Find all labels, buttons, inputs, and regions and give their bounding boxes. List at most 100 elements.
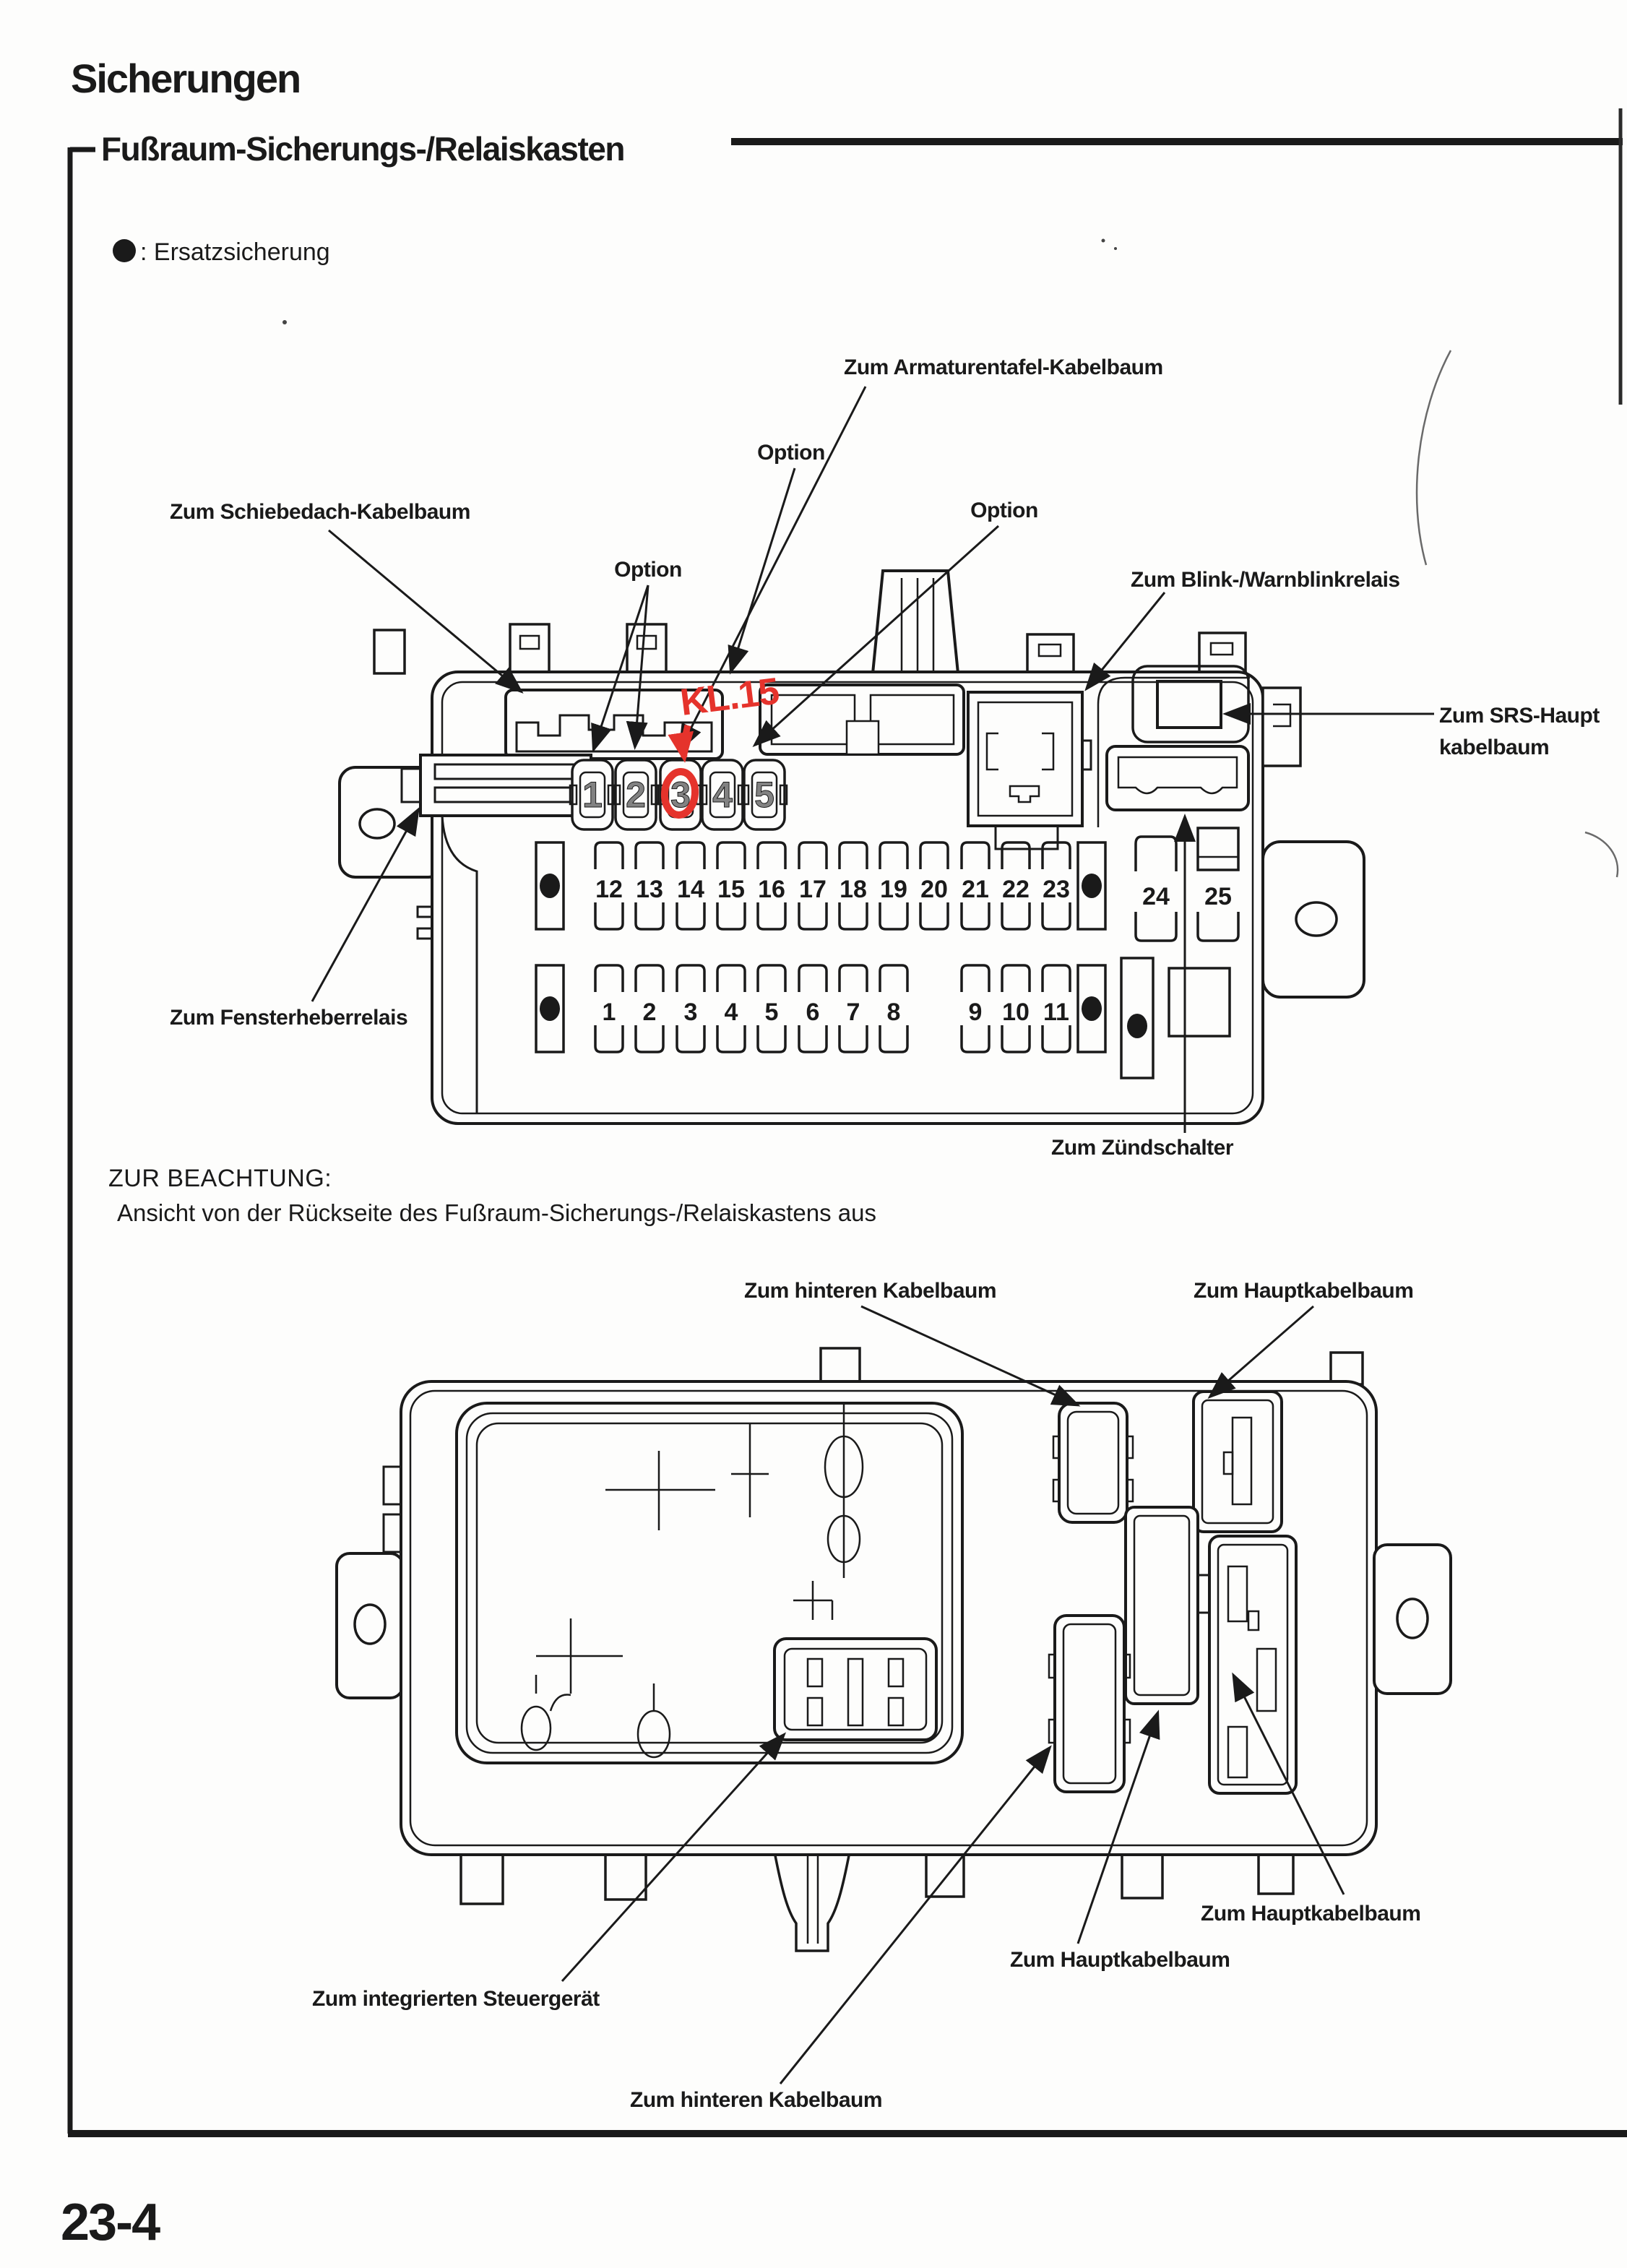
legend-text: : Ersatzsicherung — [140, 238, 330, 266]
label-dashboard: Zum Armaturentafel-Kabelbaum — [844, 355, 1163, 379]
fuse-number: 21 — [962, 876, 989, 903]
round-fuse-number: 3 — [670, 775, 691, 815]
top-tab-slotted — [1026, 633, 1075, 675]
label-option-right: Option — [970, 499, 1038, 522]
fuse-number: 20 — [920, 876, 948, 903]
fuse-number: 17 — [799, 876, 827, 903]
right-arm-hole — [1396, 1597, 1429, 1639]
page-title: Sicherungen — [71, 56, 300, 101]
round-fuse-number: 1 — [582, 775, 603, 815]
round-fuse-number: 2 — [626, 775, 646, 815]
right-edge-bracket — [1261, 686, 1302, 767]
fuse-number: 7 — [847, 999, 860, 1026]
spare-fuse-slot — [1076, 964, 1107, 1053]
flasher-relay-socket — [967, 691, 1092, 850]
drain-funnel — [773, 1851, 851, 1952]
spare-fuse-dot — [1082, 874, 1102, 898]
label-srs-line1: Zum SRS-Haupt — [1439, 704, 1600, 728]
leader-rear-harness-top — [860, 1305, 1081, 1407]
left-bracket-hole — [358, 808, 396, 840]
note-body: Ansicht von der Rückseite des Fußraum-Si… — [117, 1199, 876, 1226]
label-option-top: Option — [757, 441, 825, 465]
fuse-number: 1 — [603, 999, 616, 1026]
scan-speck — [1114, 247, 1117, 250]
round-fuse-number: 5 — [754, 775, 774, 815]
scan-speck — [282, 320, 287, 324]
label-main-harness-center: Zum Hauptkabelbaum — [1010, 1948, 1230, 1972]
molded-line — [549, 1694, 571, 1712]
fuse-row-bottom — [535, 957, 1231, 1079]
fuse-number: 22 — [1002, 876, 1030, 903]
molded-oval — [824, 1435, 864, 1499]
molded-oval — [520, 1705, 552, 1751]
right-mounting-arm — [1261, 840, 1365, 999]
pen-stroke-artifact — [1584, 831, 1619, 878]
round-fuse-connectors: 1 2 3 4 5 — [569, 759, 788, 831]
leader-flasher-relay — [1084, 592, 1166, 691]
fuse-number: 5 — [765, 999, 779, 1026]
label-option-left: Option — [614, 558, 682, 582]
spare-fuse-slot — [1076, 841, 1107, 931]
molded-cross-mark — [731, 1423, 769, 1517]
inner-boundary-curve — [441, 814, 478, 1113]
spare-fuse-slot — [535, 841, 565, 931]
fuse-number: 2 — [643, 999, 657, 1026]
leader-option-top — [728, 467, 796, 675]
red-arrow — [668, 724, 694, 763]
ignition-switch-connector — [1105, 745, 1250, 811]
main-harness-connector-top — [1192, 1390, 1283, 1533]
bottom-tabs — [459, 1850, 1295, 1952]
fuse-number: 25 — [1204, 883, 1232, 910]
front-view-diagram: 1 2 3 4 5 12 13 14 15 16 17 18 1 — [170, 355, 1600, 1160]
leader-option-left-b — [626, 585, 649, 750]
spare-fuse-dot — [540, 874, 560, 898]
fuse-number: 14 — [677, 876, 704, 903]
label-flasher-relay: Zum Blink-/Warnblinkrelais — [1131, 568, 1400, 592]
section-title: Fußraum-Sicherungs-/Relaiskasten — [101, 130, 624, 168]
leader-window-relay — [311, 806, 420, 1002]
page-header: Sicherungen Fußraum-Sicherungs-/Relaiska… — [67, 56, 1627, 2137]
fuse-number: 16 — [758, 876, 785, 903]
fuse-number: 13 — [636, 876, 663, 903]
leader-integrated-control — [561, 1732, 787, 1983]
integrated-control-unit-area — [455, 1402, 964, 1764]
edge-notch — [382, 1513, 402, 1553]
rear-harness-connector-bottom — [1048, 1614, 1131, 1793]
pen-stroke-artifact — [1415, 350, 1452, 566]
spare-fuse-legend-icon — [113, 239, 136, 262]
large-fuses: 24 25 — [1134, 827, 1240, 942]
fuse-row-top — [535, 841, 1107, 931]
label-rear-harness-bottom: Zum hinteren Kabelbaum — [630, 2088, 882, 2112]
spare-fuse-dot — [1127, 1014, 1147, 1038]
top-tab — [1329, 1351, 1364, 1386]
molded-cross-mark — [535, 1618, 623, 1694]
label-window-relay: Zum Fensterheberrelais — [170, 1006, 407, 1030]
label-main-harness-top: Zum Hauptkabelbaum — [1194, 1279, 1413, 1303]
edge-notch — [382, 1465, 402, 1506]
spare-fuse-dot — [1082, 996, 1102, 1021]
edge-notch — [416, 927, 432, 940]
fuse-number: 3 — [684, 999, 698, 1026]
fuse-number: 4 — [725, 999, 738, 1026]
fuse-number: 10 — [1002, 999, 1030, 1026]
right-mounting-arm — [1373, 1543, 1452, 1695]
label-main-harness-right: Zum Hauptkabelbaum — [1201, 1902, 1420, 1926]
leader-sunroof — [328, 529, 524, 694]
top-tab — [373, 629, 406, 675]
leader-option-right — [752, 525, 1000, 748]
leader-dashboard — [678, 386, 867, 753]
leader-rear-harness-bottom — [779, 1745, 1052, 2084]
top-tower-connector — [871, 569, 960, 675]
note-heading: ZUR BEACHTUNG: — [108, 1165, 332, 1192]
front-leader-lines — [311, 386, 1434, 1133]
fuse-number: 9 — [969, 999, 983, 1026]
main-harness-connector-right — [1208, 1535, 1298, 1795]
leader-main-harness-right — [1232, 1672, 1345, 1895]
spare-fuse-slot-tall — [1120, 957, 1155, 1079]
rear-leader-lines — [561, 1305, 1345, 2084]
spare-fuse-dot — [540, 996, 560, 1021]
spare-fuse-slot — [535, 964, 565, 1053]
rear-view-diagram: Zum hinteren Kabelbaum Zum Hauptkabelbau… — [312, 1279, 1452, 2112]
